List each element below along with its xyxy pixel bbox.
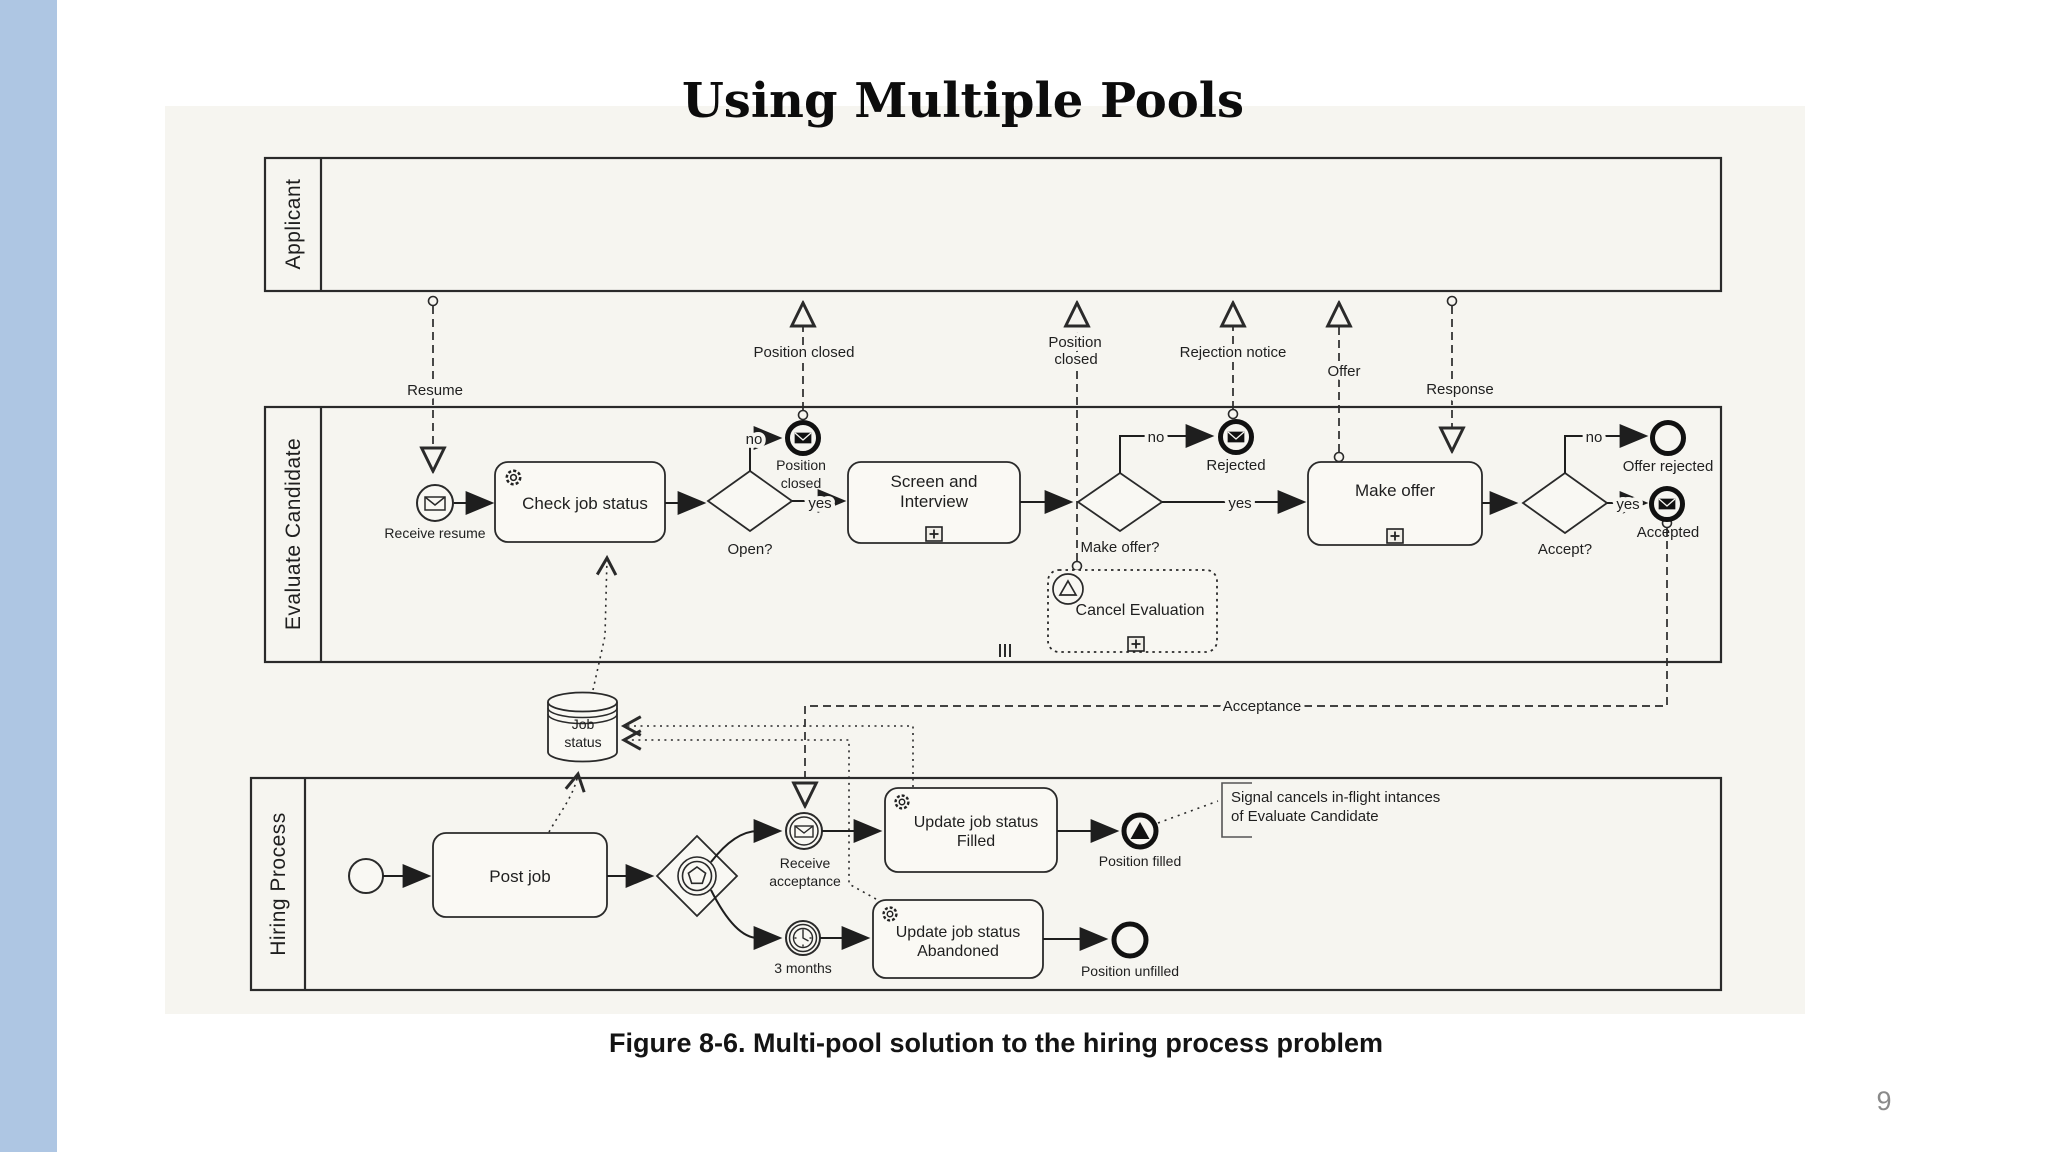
- event-label-position-filled: Position filled: [1099, 853, 1182, 869]
- clock-icon: [792, 927, 814, 949]
- event-label-receive-acceptance-line2: acceptance: [769, 873, 841, 889]
- message-label-rejection-notice: Rejection notice: [1180, 344, 1287, 361]
- event-position-closed-end: [785, 420, 821, 456]
- data-associations: [548, 554, 1219, 900]
- message-label-position-closed-1: Position closed: [754, 344, 855, 361]
- flow-label-no1: no: [746, 431, 763, 448]
- event-accepted-end: [1649, 486, 1685, 522]
- event-label-accepted: Accepted: [1637, 524, 1700, 541]
- event-label-position-closed-line1: Position: [776, 457, 826, 473]
- task-update-job-status-filled: Update job status Filled: [884, 787, 1058, 873]
- flow-gateway-to-timer: [710, 889, 783, 950]
- message-label-resume: Resume: [407, 382, 463, 399]
- envelope-icon: [794, 825, 814, 838]
- event-label-position-unfilled: Position unfilled: [1081, 963, 1179, 979]
- annotation-text-line2: of Evaluate Candidate: [1231, 808, 1379, 825]
- figure-caption: Figure 8-6. Multi-pool solution to the h…: [609, 1028, 1383, 1058]
- event-receive-resume: [416, 484, 454, 522]
- task-label-update-abandoned-line1: Update job status: [896, 924, 1021, 941]
- flow-make-offer-no: [1119, 424, 1215, 473]
- task-label-make-offer: Make offer: [1355, 481, 1435, 500]
- event-label-position-closed-line2: closed: [781, 475, 821, 491]
- envelope-icon: [424, 496, 446, 511]
- message-label-response: Response: [1426, 381, 1494, 398]
- message-flows: [433, 304, 1668, 805]
- flow-label-yes1: yes: [808, 495, 831, 512]
- envelope-filled-icon: [1657, 497, 1677, 511]
- message-label-position-closed-2-line1: Position: [1048, 334, 1101, 351]
- flow-accept-no: [1564, 424, 1649, 473]
- flow-label-yes2: yes: [1228, 495, 1251, 512]
- data-store-job-status: Job status: [547, 691, 618, 763]
- flow-label-no2: no: [1148, 429, 1165, 446]
- signal-icon: [1052, 573, 1084, 605]
- event-start: [348, 858, 384, 894]
- task-post-job: Post job: [432, 832, 608, 918]
- pool-label-evaluate-candidate: Evaluate Candidate: [282, 438, 305, 630]
- event-label-receive-acceptance-line1: Receive: [780, 855, 831, 871]
- message-label-position-closed-2-line2: closed: [1054, 351, 1097, 368]
- signal-filled-icon: [1130, 822, 1150, 839]
- annotation-text-line1: Signal cancels in-flight intances: [1231, 789, 1440, 806]
- task-label-cancel-evaluation: Cancel Evaluation: [1076, 602, 1205, 619]
- data-store-label-line1: Job: [572, 716, 595, 732]
- task-label-update-filled-line2: Filled: [957, 833, 995, 850]
- gateway-label-accept: Accept?: [1538, 541, 1592, 558]
- annotation-signal-cancels: Signal cancels in-flight intances of Eva…: [1221, 782, 1440, 838]
- pool-label-applicant: Applicant: [282, 179, 305, 270]
- flow-gateway-to-receive-acceptance: [710, 819, 783, 863]
- task-cancel-evaluation: Cancel Evaluation: [1047, 569, 1218, 653]
- flow-label-yes3: yes: [1616, 496, 1639, 513]
- event-label-rejected: Rejected: [1206, 457, 1265, 474]
- page-number: 9: [1876, 1086, 1891, 1116]
- flow-open-no: [749, 426, 783, 471]
- event-label-offer-rejected: Offer rejected: [1623, 458, 1714, 475]
- pool-label-hiring-process: Hiring Process: [267, 812, 290, 956]
- envelope-filled-icon: [793, 431, 813, 445]
- assoc-post-job-to-store: [548, 770, 586, 833]
- event-position-unfilled: [1111, 921, 1149, 959]
- assoc-update-filled-to-store: [620, 715, 914, 787]
- task-screen-and-interview: Screen and Interview: [847, 461, 1021, 544]
- task-label-post-job: Post job: [489, 867, 550, 886]
- event-receive-acceptance: [785, 812, 823, 850]
- task-make-offer: Make offer: [1307, 461, 1483, 546]
- pentagon-icon: [687, 866, 707, 885]
- subprocess-plus-icon: [925, 526, 943, 542]
- page-title: Using Multiple Pools: [682, 73, 1244, 129]
- event-rejected-end: [1218, 419, 1254, 455]
- sidebar-accent-bar: [0, 0, 57, 1152]
- gateway-label-make-offer: Make offer?: [1081, 539, 1160, 556]
- event-timer-3-months: [785, 920, 821, 956]
- task-label-screen-line1: Screen and: [891, 472, 978, 491]
- task-update-job-status-abandoned: Update job status Abandoned: [872, 899, 1044, 979]
- event-label-3-months: 3 months: [774, 960, 832, 976]
- event-position-filled: [1121, 812, 1159, 850]
- subprocess-plus-icon: [1386, 528, 1404, 544]
- task-label-update-filled-line1: Update job status: [914, 814, 1039, 831]
- pool-applicant: [263, 156, 1723, 293]
- message-label-offer: Offer: [1327, 363, 1360, 380]
- message-flow-source-dots: [427, 295, 1673, 572]
- triple-bar-marker: [999, 644, 1011, 657]
- task-label-screen-line2: Interview: [900, 492, 969, 511]
- task-label-check-job-status: Check job status: [522, 494, 648, 513]
- message-label-acceptance: Acceptance: [1223, 698, 1301, 715]
- data-store-label-line2: status: [564, 734, 601, 750]
- event-offer-rejected-end: [1650, 420, 1686, 456]
- envelope-filled-icon: [1226, 430, 1246, 444]
- subprocess-plus-icon: [1127, 636, 1145, 652]
- assoc-update-abandoned-to-store: [620, 729, 877, 900]
- flow-label-no3: no: [1586, 429, 1603, 446]
- task-label-update-abandoned-line2: Abandoned: [917, 943, 999, 960]
- task-check-job-status: Check job status: [494, 461, 666, 543]
- event-label-receive-resume: Receive resume: [384, 525, 485, 541]
- gateway-label-open: Open?: [727, 541, 772, 558]
